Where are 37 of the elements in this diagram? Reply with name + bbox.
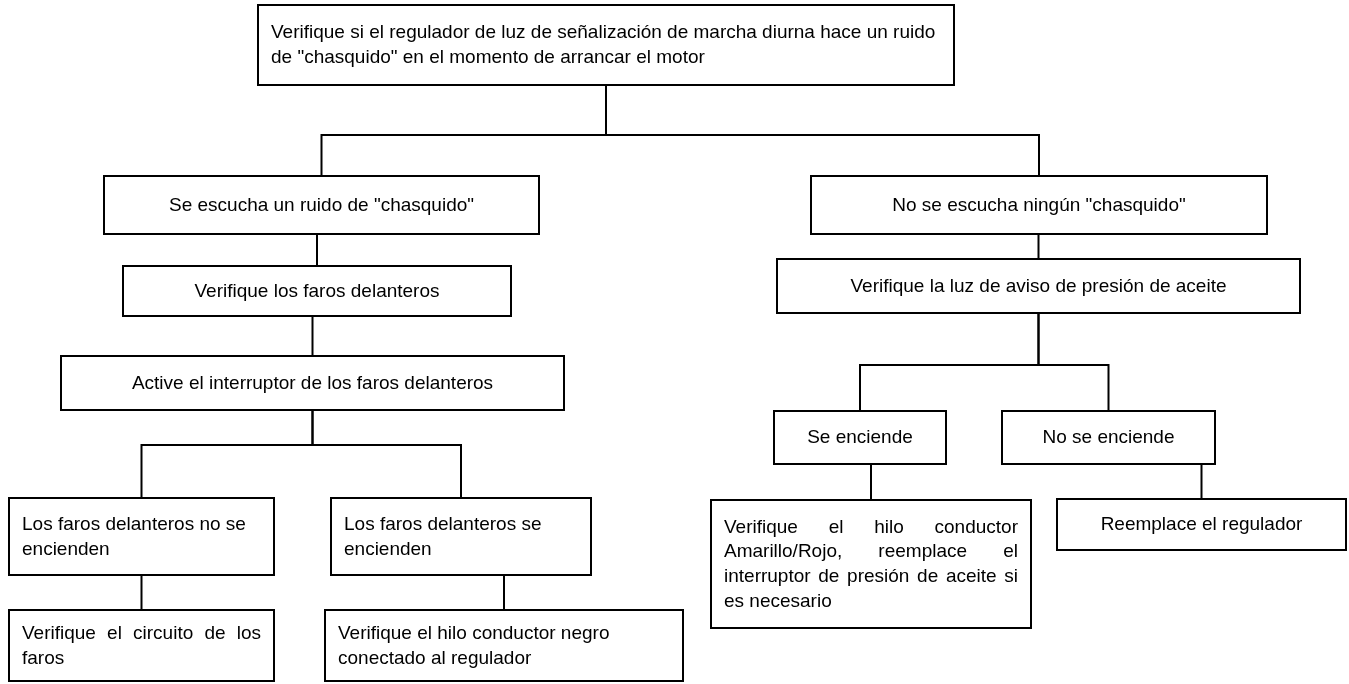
connector-line — [311, 410, 462, 498]
process-box — [773, 410, 947, 465]
box-text: Verifique el circuito de los faros — [22, 620, 261, 670]
connector-line — [140, 575, 143, 610]
box-text: No se enciende — [1041, 425, 1176, 450]
process-box — [8, 609, 275, 682]
connector-line — [870, 464, 872, 500]
box-text: Se enciende — [806, 425, 914, 450]
process-box — [810, 175, 1268, 235]
connector-line — [1037, 313, 1110, 411]
box-text: Verifique si el regulador de luz de señalización de marcha diurna hace un ruido de "chasquido" en el momento de arrancar el motor — [271, 20, 937, 69]
process-box — [1001, 410, 1216, 465]
box-text: Active el interruptor de los faros delanteros — [130, 370, 495, 395]
connector-line — [503, 575, 505, 610]
process-box — [8, 497, 275, 576]
box-text: Los faros delanteros se encienden — [344, 511, 543, 561]
box-text: Reemplace el regulador — [1099, 512, 1304, 537]
process-box — [776, 258, 1301, 314]
connector-line — [316, 234, 318, 266]
process-box — [60, 355, 565, 411]
process-box — [103, 175, 540, 235]
process-box — [122, 265, 512, 317]
process-box — [710, 499, 1032, 629]
box-text: Verifique los faros delanteros — [193, 278, 441, 303]
connector-line — [1200, 464, 1203, 499]
box-text: Verifique el hilo conductor negro conectado al regulador — [338, 620, 611, 670]
connector-line — [1037, 234, 1040, 259]
process-box — [330, 497, 592, 576]
process-box — [324, 609, 684, 682]
box-text: Verifique la luz de aviso de presión de aceite — [849, 273, 1228, 298]
box-text: Los faros delanteros no se encienden — [22, 511, 247, 561]
connector-line — [311, 316, 314, 356]
box-text: Se escucha un ruido de "chasquido" — [168, 192, 475, 217]
box-text: No se escucha ningún "chasquido" — [891, 192, 1187, 217]
box-text: Verifique el hilo conductor Amarillo/Rojo, reemplace el interruptor de presión de aceite si es necesario — [724, 514, 1018, 613]
process-box — [1056, 498, 1347, 551]
process-box — [257, 4, 955, 86]
